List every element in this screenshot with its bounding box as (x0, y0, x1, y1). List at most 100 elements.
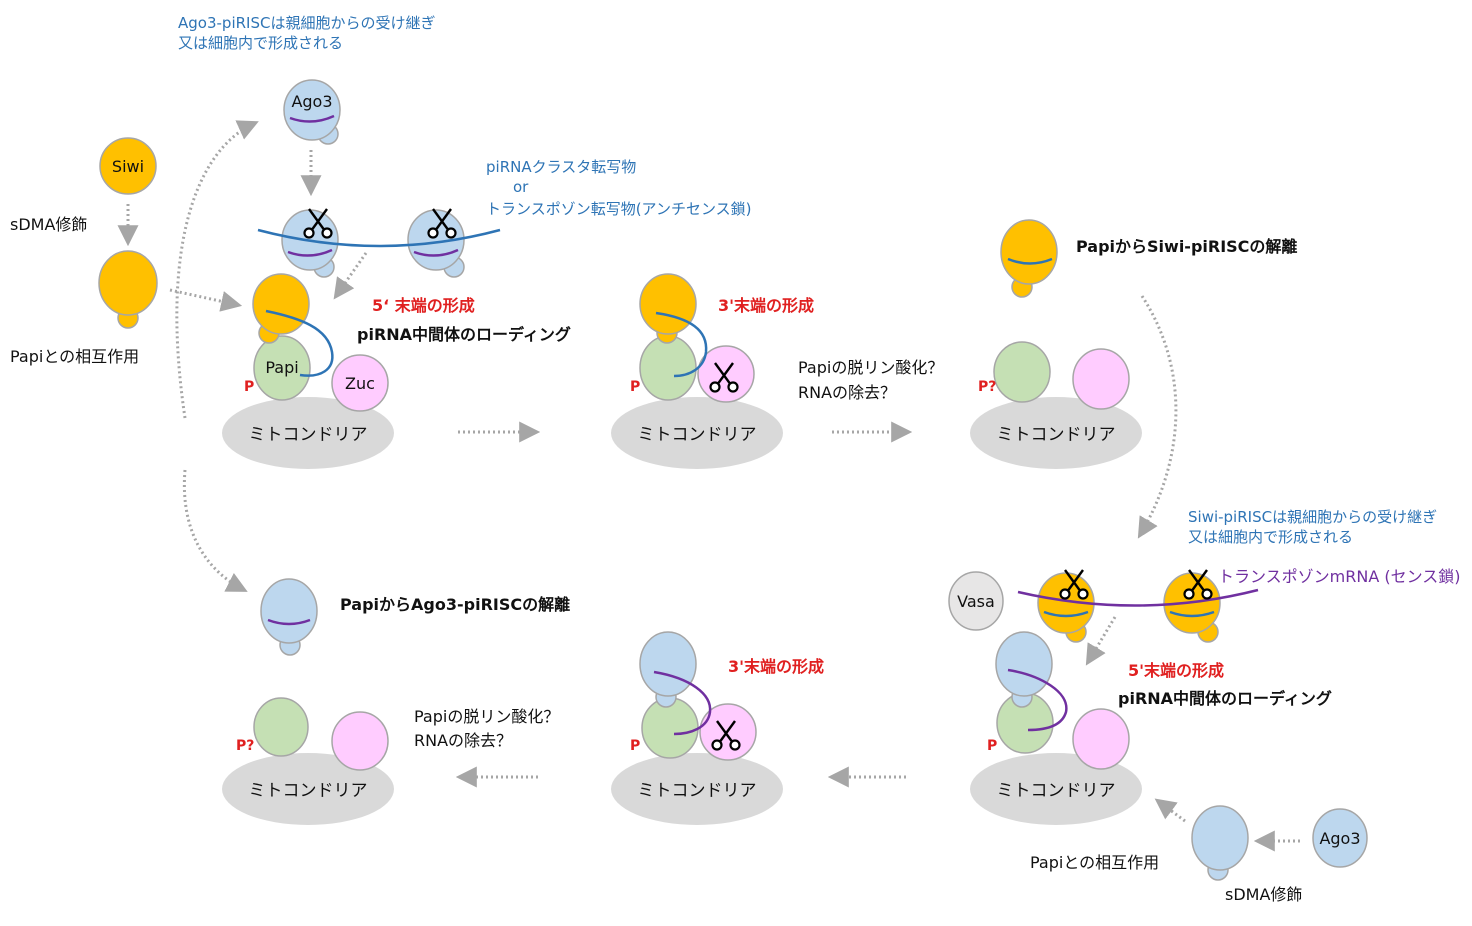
ago3-release-label: PapiからAgo3-piRISCの解離 (340, 595, 570, 614)
loading-label-bottom: piRNA中間体のローディング (1118, 689, 1332, 708)
arrows (117, 120, 1300, 852)
papi-protein (253, 335, 311, 401)
phospho-label: P? (978, 379, 996, 395)
dephos-label-bottom-1: Papiの脱リン酸化？ (414, 707, 559, 726)
ago3-protein (283, 79, 341, 141)
vasa-label: Vasa (957, 592, 995, 611)
siwi-modification: Siwi sDMA修飾 Papiとの相互作用 (10, 137, 158, 366)
pirna-transcript-label-1: piRNAクラスタ転写物 (486, 158, 636, 176)
sense-transcript (1017, 588, 1259, 607)
siwi-origin-note-1: Siwi-piRISCは親細胞からの受け継ぎ (1188, 508, 1437, 526)
sdma-label-right: sDMA修飾 (1225, 885, 1302, 904)
ago3-pirna (413, 248, 459, 257)
siwi-cleavage-complexes: Vasa (948, 568, 1259, 643)
siwi-origin-note-2: 又は細胞内で形成される (1188, 528, 1353, 546)
mitochondria-label: ミトコンドリア (997, 781, 1116, 801)
papi-protein (641, 697, 699, 759)
ago3-pirna (289, 114, 335, 123)
mitochondria-4 (970, 753, 1142, 825)
papi-interaction-label-right: Papiとの相互作用 (1030, 853, 1159, 872)
ago3-pirna (287, 248, 333, 257)
dephos-label-bottom-2: RNAの除去？ (414, 731, 512, 750)
papi-protein (253, 697, 309, 757)
ago3-protein (995, 631, 1053, 697)
three-end-label-bottom: 3'末端の形成 (728, 657, 824, 676)
five-end-label-top: 5‘ 末端の形成 (372, 296, 475, 315)
ago3-protein (260, 578, 318, 644)
five-end-label-bottom: 5'末端の形成 (1128, 661, 1224, 680)
step7-complex: P? (236, 578, 389, 771)
siwi-protein (99, 137, 157, 195)
step3-complex: P? (978, 219, 1130, 410)
arrow-ago3-to-papi (1154, 798, 1186, 823)
papi-label: Papi (265, 358, 298, 377)
step2-complex: P (630, 273, 755, 403)
ago3-bottom-right: Ago3 (1191, 805, 1368, 881)
mitochondria-label: ミトコンドリア (997, 425, 1116, 445)
phospho-label: P (244, 379, 254, 395)
arrow-recycle-ago3-up (175, 120, 259, 419)
mitochondria-label: ミトコンドリア (638, 425, 757, 445)
phospho-label: P (630, 738, 640, 754)
papi-protein (993, 341, 1051, 403)
ago3-top: Ago3 (283, 79, 341, 145)
siwi-pirna (1007, 257, 1053, 265)
siwi-protein (639, 273, 697, 335)
mitochondria-label: ミトコンドリア (638, 781, 757, 801)
mitochondria-3 (970, 397, 1142, 469)
ago3-modified-protein (1191, 805, 1249, 871)
siwi-modified-protein (98, 250, 158, 316)
arrow-siwi-to-papi (169, 288, 243, 312)
ago3-pirna (267, 618, 311, 626)
zuc-protein (331, 711, 389, 771)
mitochondria-5 (611, 753, 783, 825)
sdma-label-left: sDMA修飾 (10, 215, 87, 234)
step6-complex: P (630, 631, 757, 761)
pirna-intermediate (655, 311, 708, 378)
zuc-protein (331, 354, 389, 412)
arrow-siwi-release-down (1137, 295, 1178, 539)
ago3-protein (639, 631, 697, 697)
antisense-transcript (257, 228, 501, 248)
zuc-label: Zuc (345, 374, 375, 393)
siwi-protein (252, 273, 310, 335)
arrow-siwi-cleave (1085, 616, 1117, 666)
siwi-release-label: PapiからSiwi-piRISCの解離 (1076, 237, 1297, 256)
papi-interaction-label-left: Papiとの相互作用 (10, 347, 139, 366)
siwi-pirna (1169, 610, 1215, 618)
phospho-label: P (630, 379, 640, 395)
step1-complex: Papi Zuc P (244, 273, 389, 412)
siwi-protein (1000, 219, 1058, 285)
pirna-intermediate (265, 309, 334, 377)
arrow-ago3-cleave (333, 252, 368, 300)
mitochondria-6 (222, 753, 394, 825)
pirna-intermediate (1007, 668, 1068, 732)
ago3-label: Ago3 (291, 92, 332, 111)
dephos-label-top-2: RNAの除去？ (798, 383, 896, 402)
zuc-protein (1072, 708, 1130, 770)
ago3-label: Ago3 (1319, 829, 1360, 848)
ago3-cleavage-complexes (257, 207, 501, 278)
pirna-transcript-or: or (513, 178, 529, 196)
siwi-label: Siwi (112, 157, 144, 176)
ago3-origin-note-2: 又は細胞内で形成される (178, 34, 343, 52)
phospho-label: P? (236, 738, 254, 754)
transposon-mrna-label: トランスポゾンmRNA (センス鎖) (1218, 567, 1461, 586)
arrow-recycle-ago3-down (182, 469, 248, 592)
pirna-transcript-label-2: トランスポゾン転写物(アンチセンス鎖) (486, 200, 752, 218)
three-end-label-top: 3'末端の形成 (718, 296, 814, 315)
mitochondria-1 (222, 397, 394, 469)
siwi-pirna (1043, 610, 1089, 618)
mitochondria-group: ミトコンドリア ミトコンドリア ミトコンドリア ミトコンドリア ミトコンドリア … (222, 397, 1142, 825)
pirna-intermediate (653, 670, 712, 736)
mitochondria-label: ミトコンドリア (249, 425, 368, 445)
mitochondria-2 (611, 397, 783, 469)
vasa-protein (948, 571, 1004, 631)
phospho-label: P (987, 738, 997, 754)
ago3-origin-note-1: Ago3-piRISCは親細胞からの受け継ぎ (178, 14, 435, 32)
mitochondria-label: ミトコンドリア (249, 781, 368, 801)
ago3-protein (1312, 808, 1368, 868)
step5-complex: P (987, 631, 1130, 770)
